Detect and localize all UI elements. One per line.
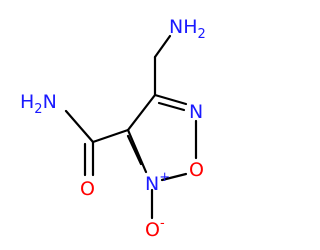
oxide-o-label: O- <box>145 216 165 241</box>
bond-o1-n5 <box>160 172 188 182</box>
bond-c4-camide <box>91 128 130 144</box>
bond-n5-c4 <box>126 128 148 174</box>
bond-ch2-nh2 <box>153 34 172 59</box>
bond-c3-n2-double <box>157 101 186 112</box>
amide-o-label: O <box>80 178 95 200</box>
bond-n5-c4-double <box>126 134 143 166</box>
ring-o-label: O <box>189 159 204 181</box>
structure-diagram: NH2 H2N O N O N+ O- <box>20 16 206 241</box>
amide-n-label: H2N <box>20 91 57 117</box>
amine-label: NH2 <box>169 16 206 42</box>
ring-n-plus-label: N+ <box>145 170 170 195</box>
bond-c3-n2 <box>153 93 188 106</box>
ring-n-top-label: N <box>189 101 203 123</box>
bond-c3-c4 <box>126 93 157 132</box>
structure-canvas: NH2 H2N O N O N+ O- <box>20 16 206 241</box>
bond-camide-nh2 <box>64 109 95 144</box>
